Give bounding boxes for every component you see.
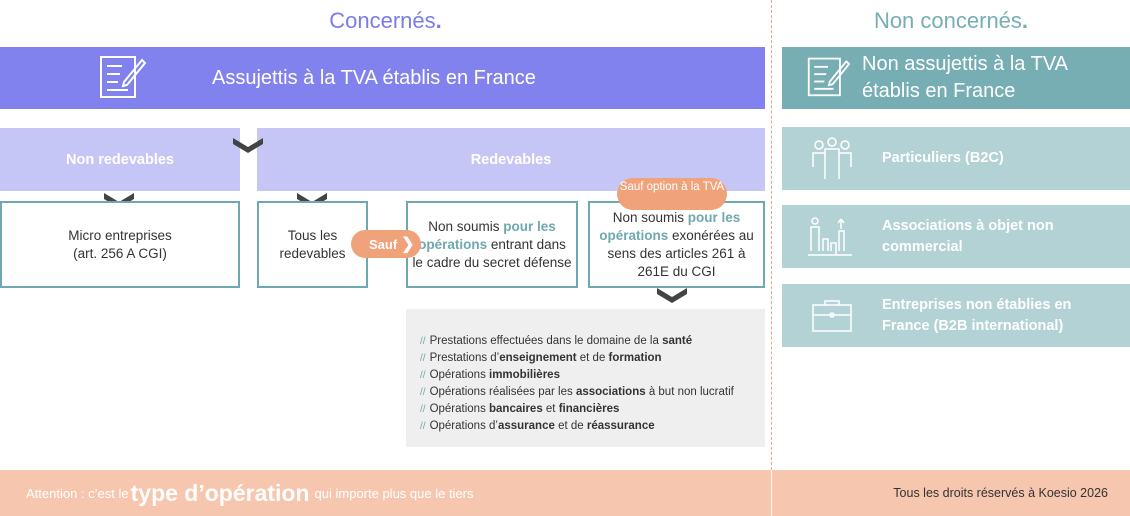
micro-line2: (art. 256 A CGI) [73,245,167,261]
exoneration-text: et de [554,420,587,432]
secret-post: entrant dans le cadre du secret défense [412,236,572,270]
people-group-icon [782,136,882,181]
non-redevables-bar: Non redevables [0,128,240,191]
micro-entreprises-box: Micro entreprises (art. 256 A CGI) [0,201,240,288]
exoneration-item: //Prestations effectuées dans le domaine… [420,333,765,350]
growth-chart-person-icon [782,216,882,257]
slash-bullet-icon: // [420,421,426,432]
exoneration-text: Opérations réalisées par les [429,386,576,398]
exoneration-text: assurance [497,420,555,432]
tous-line2: redevables [279,245,346,261]
micro-line1: Micro entreprises [68,227,172,243]
slash-bullet-icon: // [420,353,426,364]
item-label: Associations à objet non commercial [882,217,1054,255]
sauf-option-badge: Sauf option à la TVA [617,178,727,210]
secret-hl: pour les opérations [418,218,556,252]
exoneration-item: //Opérations bancaires et financières [420,401,765,418]
slash-bullet-icon: // [420,387,426,398]
header-assujettis: Assujettis à la TVA établis en France [0,47,765,109]
exoneration-text: Opérations [429,369,490,381]
chevron-down-icon [233,138,263,153]
title-dot: . [1021,8,1029,33]
exoneration-text: à but non lucratif [645,386,734,398]
concernes-title-text: Concernés [329,8,436,33]
title-dot: . [435,8,442,33]
secret-pre: Non soumis [428,218,504,234]
exoneration-text: et [542,403,559,415]
exoneration-text: immobilières [489,369,560,381]
copyright-text: Tous les droits réservés à Koesio 2026 [893,486,1108,500]
item-associations: Associations à objet non commercial [782,205,1130,268]
document-edit-icon [98,52,147,105]
exoneration-text: santé [662,335,693,347]
footer-copyright-bar: Tous les droits réservés à Koesio 2026 [772,470,1130,516]
document-edit-icon [806,53,851,104]
non-redevables-label: Non redevables [66,151,174,168]
non-concernes-title-text: Non concernés [873,8,1022,33]
exoneration-item: //Prestations d’enseignement et de forma… [420,350,765,367]
header-non-assujettis-line2: établis en France [862,80,1016,102]
exoneration-item: //Opérations d’assurance et de réassuran… [420,418,765,435]
exon-pre: Non soumis [612,209,688,225]
exoneration-text: bancaires [489,403,543,415]
non-concernes-title: Non concernés. [772,8,1130,34]
sauf-label: Sauf [369,236,398,252]
footer-pre: Attention : c’est le [26,485,129,501]
exoneration-text: et de [576,352,609,364]
chevron-right-icon: ❯ [401,236,415,253]
header-assujettis-label: Assujettis à la TVA établis en France [212,66,536,89]
tous-redevables-box: Tous les redevables [257,201,368,288]
exoneration-text: Opérations d’ [429,420,498,432]
concernes-title: Concernés. [0,8,771,34]
exoneration-text: réassurance [586,420,655,432]
exon-hl: pour les opérations [599,209,741,243]
exoneration-box: Non soumis pour les opérations exonérées… [588,201,765,288]
sauf-option-label: Sauf option à la TVA [619,181,725,193]
redevables-label: Redevables [470,151,552,168]
item-label: Particuliers (B2C) [882,150,1004,166]
slash-bullet-icon: // [420,336,426,347]
exon-post: exonérées au sens des articles 261 à 261… [607,227,754,279]
exonerations-list: //Prestations effectuées dans le domaine… [406,309,765,447]
briefcase-icon [782,299,882,333]
chevron-down-icon [657,288,687,303]
exoneration-text: enseignement [499,352,577,364]
exoneration-text: formation [608,352,662,364]
exoneration-item: //Opérations immobilières [420,367,765,384]
section-divider [771,0,772,470]
item-particuliers: Particuliers (B2C) [782,127,1130,190]
exoneration-text: Prestations effectuées dans le domaine d… [429,335,663,347]
secret-defense-box: Non soumis pour les opérations entrant d… [406,201,578,288]
item-label: Entreprises non établies en France (B2B … [882,296,1072,334]
footer-emphasis: type d’opération [130,479,310,506]
item-entreprises-etrangeres: Entreprises non établies en France (B2B … [782,284,1130,347]
exoneration-text: financières [558,403,620,415]
header-non-assujettis-line1: Non assujettis à la TVA [862,53,1069,75]
exoneration-text: associations [575,386,646,398]
slash-bullet-icon: // [420,404,426,415]
exoneration-text: Opérations [429,403,490,415]
footer-post: qui importe plus que le tiers [314,485,474,501]
header-non-assujettis: Non assujettis à la TVA établis en Franc… [782,47,1130,109]
footer-warning: Attention : c’est le type d’opération qu… [0,470,771,516]
slash-bullet-icon: // [420,370,426,381]
sauf-badge: Sauf ❯ [351,230,421,258]
tous-line1: Tous les [287,227,338,243]
exoneration-item: //Opérations réalisées par les associati… [420,384,765,401]
exoneration-text: Prestations d’ [429,352,500,364]
